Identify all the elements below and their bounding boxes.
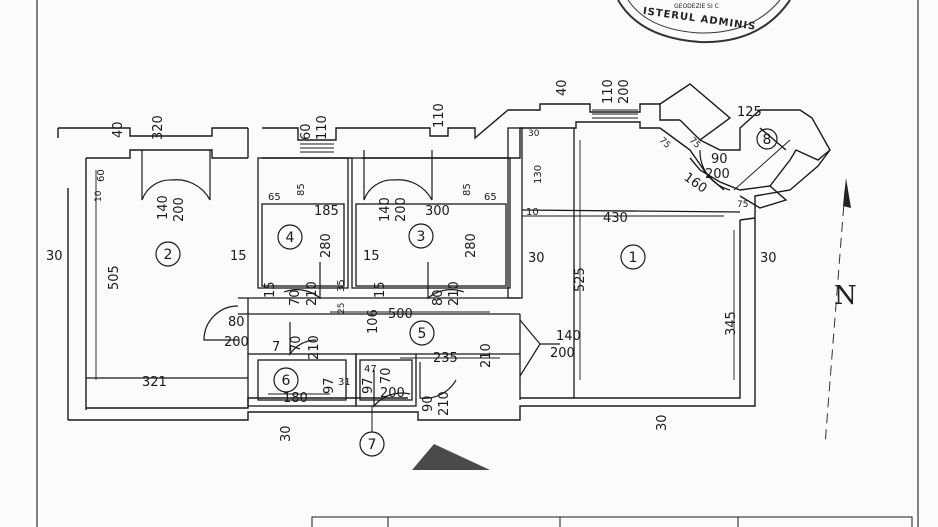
dim-30-bottom-left: 30: [279, 425, 294, 442]
dim-280-r3: 280: [464, 233, 479, 258]
dim-200-top: 200: [617, 79, 632, 104]
interior-walls: [86, 127, 741, 407]
dim-300: 300: [425, 204, 450, 219]
entrance-arrow-icon: [412, 444, 490, 470]
dim-40-top-left: 40: [111, 121, 126, 138]
dim-110-b: 110: [432, 103, 447, 128]
dim-31: 31: [338, 377, 351, 388]
dim-35: 35: [336, 279, 347, 292]
dim-280-r4: 280: [319, 233, 334, 258]
dim-15-b: 15: [363, 249, 380, 264]
dim-110-top: 110: [601, 79, 616, 104]
dim-210-a: 210: [305, 281, 320, 306]
room-6: 6: [273, 367, 299, 393]
dim-140-b: 140: [556, 329, 581, 344]
dim-210-b: 210: [447, 281, 462, 306]
dim-47: 47: [364, 364, 377, 375]
dim-235: 235: [433, 351, 458, 366]
dim-80-a-v: 80: [431, 289, 446, 306]
dim-525: 525: [573, 267, 588, 292]
dim-106: 106: [366, 309, 381, 334]
dim-500: 500: [388, 307, 413, 322]
dim-30-mid: 30: [528, 251, 545, 266]
dim-321: 321: [142, 375, 167, 390]
dim-200-c: 200: [550, 346, 575, 361]
dim-85-a: 85: [296, 183, 307, 196]
dim-25: 25: [337, 303, 347, 314]
dim-85-b: 85: [462, 183, 473, 196]
dim-70-c: 70: [379, 367, 394, 384]
dim-90-b: 90: [421, 395, 436, 412]
room-2: 2: [155, 241, 181, 267]
dim-200-r3: 200: [394, 197, 409, 222]
dim-40-right: 40: [555, 79, 570, 96]
dim-130: 130: [533, 165, 544, 184]
room-1: 1: [620, 244, 646, 270]
room-7-number: 7: [368, 437, 377, 453]
title-block: [311, 516, 913, 527]
windows: [300, 109, 638, 153]
dim-70-b: 70: [289, 335, 304, 352]
dim-30-bottom-right: 30: [655, 414, 670, 431]
dim-65-b: 65: [484, 192, 497, 203]
room-4: 4: [277, 224, 303, 250]
dim-200-b: 200: [224, 335, 249, 350]
dim-15-a: 15: [230, 249, 247, 264]
dim-10-a: 10: [94, 190, 104, 202]
dim-10-b: 10: [526, 207, 539, 218]
dim-140-r2: 140: [156, 195, 171, 220]
dim-125: 125: [737, 105, 762, 120]
dim-30-top: 30: [528, 129, 540, 139]
stamp-text-small: GEODEZIE SI C: [674, 3, 719, 10]
room-5: 5: [409, 320, 435, 346]
dim-140-r3: 140: [378, 197, 393, 222]
dim-430: 430: [603, 211, 628, 226]
dim-200-r2: 200: [172, 197, 187, 222]
dim-65-a: 65: [268, 192, 281, 203]
dim-15-c: 15: [263, 281, 278, 298]
dim-70-a: 70: [288, 289, 303, 306]
dimension-lines: [95, 139, 791, 395]
door-swings: [141, 149, 731, 408]
dim-80-a: 80: [228, 315, 245, 330]
dim-180: 180: [283, 391, 308, 406]
room-3: 3: [408, 223, 434, 249]
dim-110-a: 110: [315, 115, 330, 140]
room-4-number: 4: [286, 230, 295, 246]
dim-75-c: 75: [737, 200, 748, 210]
dim-185: 185: [314, 204, 339, 219]
room-6-number: 6: [282, 373, 291, 389]
room-8-number: 8: [763, 132, 772, 148]
room-7: 7: [359, 406, 385, 457]
dim-60: 60: [299, 123, 314, 140]
room-8: 8: [756, 128, 778, 150]
north-indicator: N: [824, 178, 857, 446]
dim-210-e: 210: [437, 391, 452, 416]
dim-7: 7: [272, 340, 280, 355]
dim-97-b: 97: [361, 377, 376, 394]
dim-200-d: 200: [380, 386, 405, 401]
dimension-labels: 30 30 30 30 30 15 15 321 180 235 500 430…: [46, 105, 777, 442]
dim-97-a: 97: [322, 377, 337, 394]
dim-30-right: 30: [760, 251, 777, 266]
dim-505: 505: [107, 265, 122, 290]
dim-30-left: 30: [46, 249, 63, 264]
dim-15-d: 15: [373, 281, 388, 298]
dim-345: 345: [724, 311, 739, 336]
dim-60-r2: 60: [96, 169, 107, 182]
dim-200-r8: 200: [705, 167, 730, 182]
room-5-number: 5: [418, 326, 427, 342]
dimension-labels-vertical: 40 320 60 110 110 40 110 200 60 10 140 2…: [94, 79, 739, 416]
outer-walls: [57, 103, 831, 421]
dim-320: 320: [151, 115, 166, 140]
dim-210-d: 210: [479, 343, 494, 368]
dim-90-r8: 90: [711, 152, 728, 167]
north-label: N: [834, 281, 857, 311]
dim-210-c: 210: [307, 335, 322, 360]
room-2-number: 2: [164, 247, 173, 263]
room-3-number: 3: [417, 229, 426, 245]
room-1-number: 1: [629, 250, 638, 266]
